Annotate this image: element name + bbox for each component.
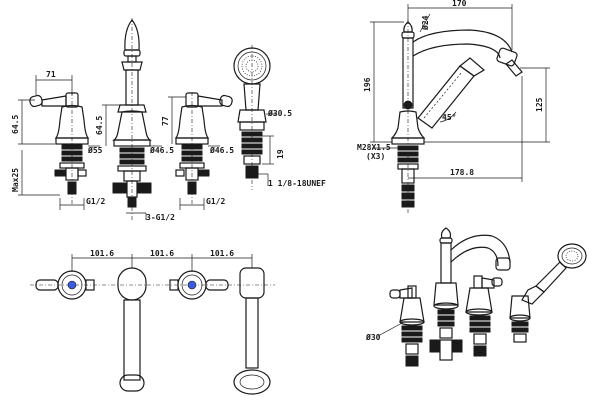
dim-spacing-2: 101.6 (150, 249, 174, 258)
top-view: 101.6 101.6 101.6 (30, 249, 275, 395)
dim-outlet-height: 125 (535, 97, 544, 112)
thread-right: G1/2 (206, 197, 225, 206)
dim-base-reach: 178.8 (450, 168, 474, 177)
side-view: 170 Ø24 196 125 45° M28X1.5 (X3) 178.8 (357, 0, 550, 215)
dim-angle: 45° (442, 113, 456, 122)
dim-base-dia-left: Ø55 (87, 145, 103, 155)
thread-shower: 1 1/8-18UNEF (268, 179, 326, 188)
dim-base-dia-right: Ø46.5 (209, 145, 234, 155)
center-spout (112, 18, 152, 222)
dim-spout-dia: Ø24 (420, 15, 430, 31)
hot-indicator-icon (187, 280, 197, 290)
dim-shower-dia: Ø30.5 (267, 108, 292, 118)
hand-shower (233, 45, 271, 190)
dim-spout-reach: 170 (452, 0, 467, 8)
iso-view: Ø30 (365, 227, 587, 367)
dim-max-below: Max25 (11, 168, 20, 192)
dim-valve-height: 77 (161, 116, 170, 126)
front-view: 71 64.5 Max25 64.5 77 Ø55 Ø46.5 (11, 18, 326, 222)
dim-base-dia-center: Ø46.5 (149, 145, 174, 155)
dim-shower-height: 19 (276, 149, 285, 159)
cold-indicator-icon (67, 280, 77, 290)
dim-thread-count: (X3) (366, 152, 385, 161)
front-dimensions: 71 64.5 Max25 64.5 77 Ø55 Ø46.5 (11, 70, 326, 222)
left-valve (29, 92, 90, 205)
dim-hole: Ø30 (365, 332, 381, 342)
dim-thread: M28X1.5 (357, 143, 391, 152)
dim-total-height: 196 (363, 77, 372, 92)
dim-spacing-3: 101.6 (210, 249, 234, 258)
dim-spacing-1: 101.6 (90, 249, 114, 258)
thread-center: 3-G1/2 (146, 213, 175, 222)
right-valve (174, 92, 233, 205)
dim-handle-height: 64.5 (11, 115, 20, 134)
thread-left: G1/2 (86, 197, 105, 206)
dim-spout-base-height: 64.5 (95, 116, 104, 135)
dim-handle-width: 71 (46, 70, 56, 79)
